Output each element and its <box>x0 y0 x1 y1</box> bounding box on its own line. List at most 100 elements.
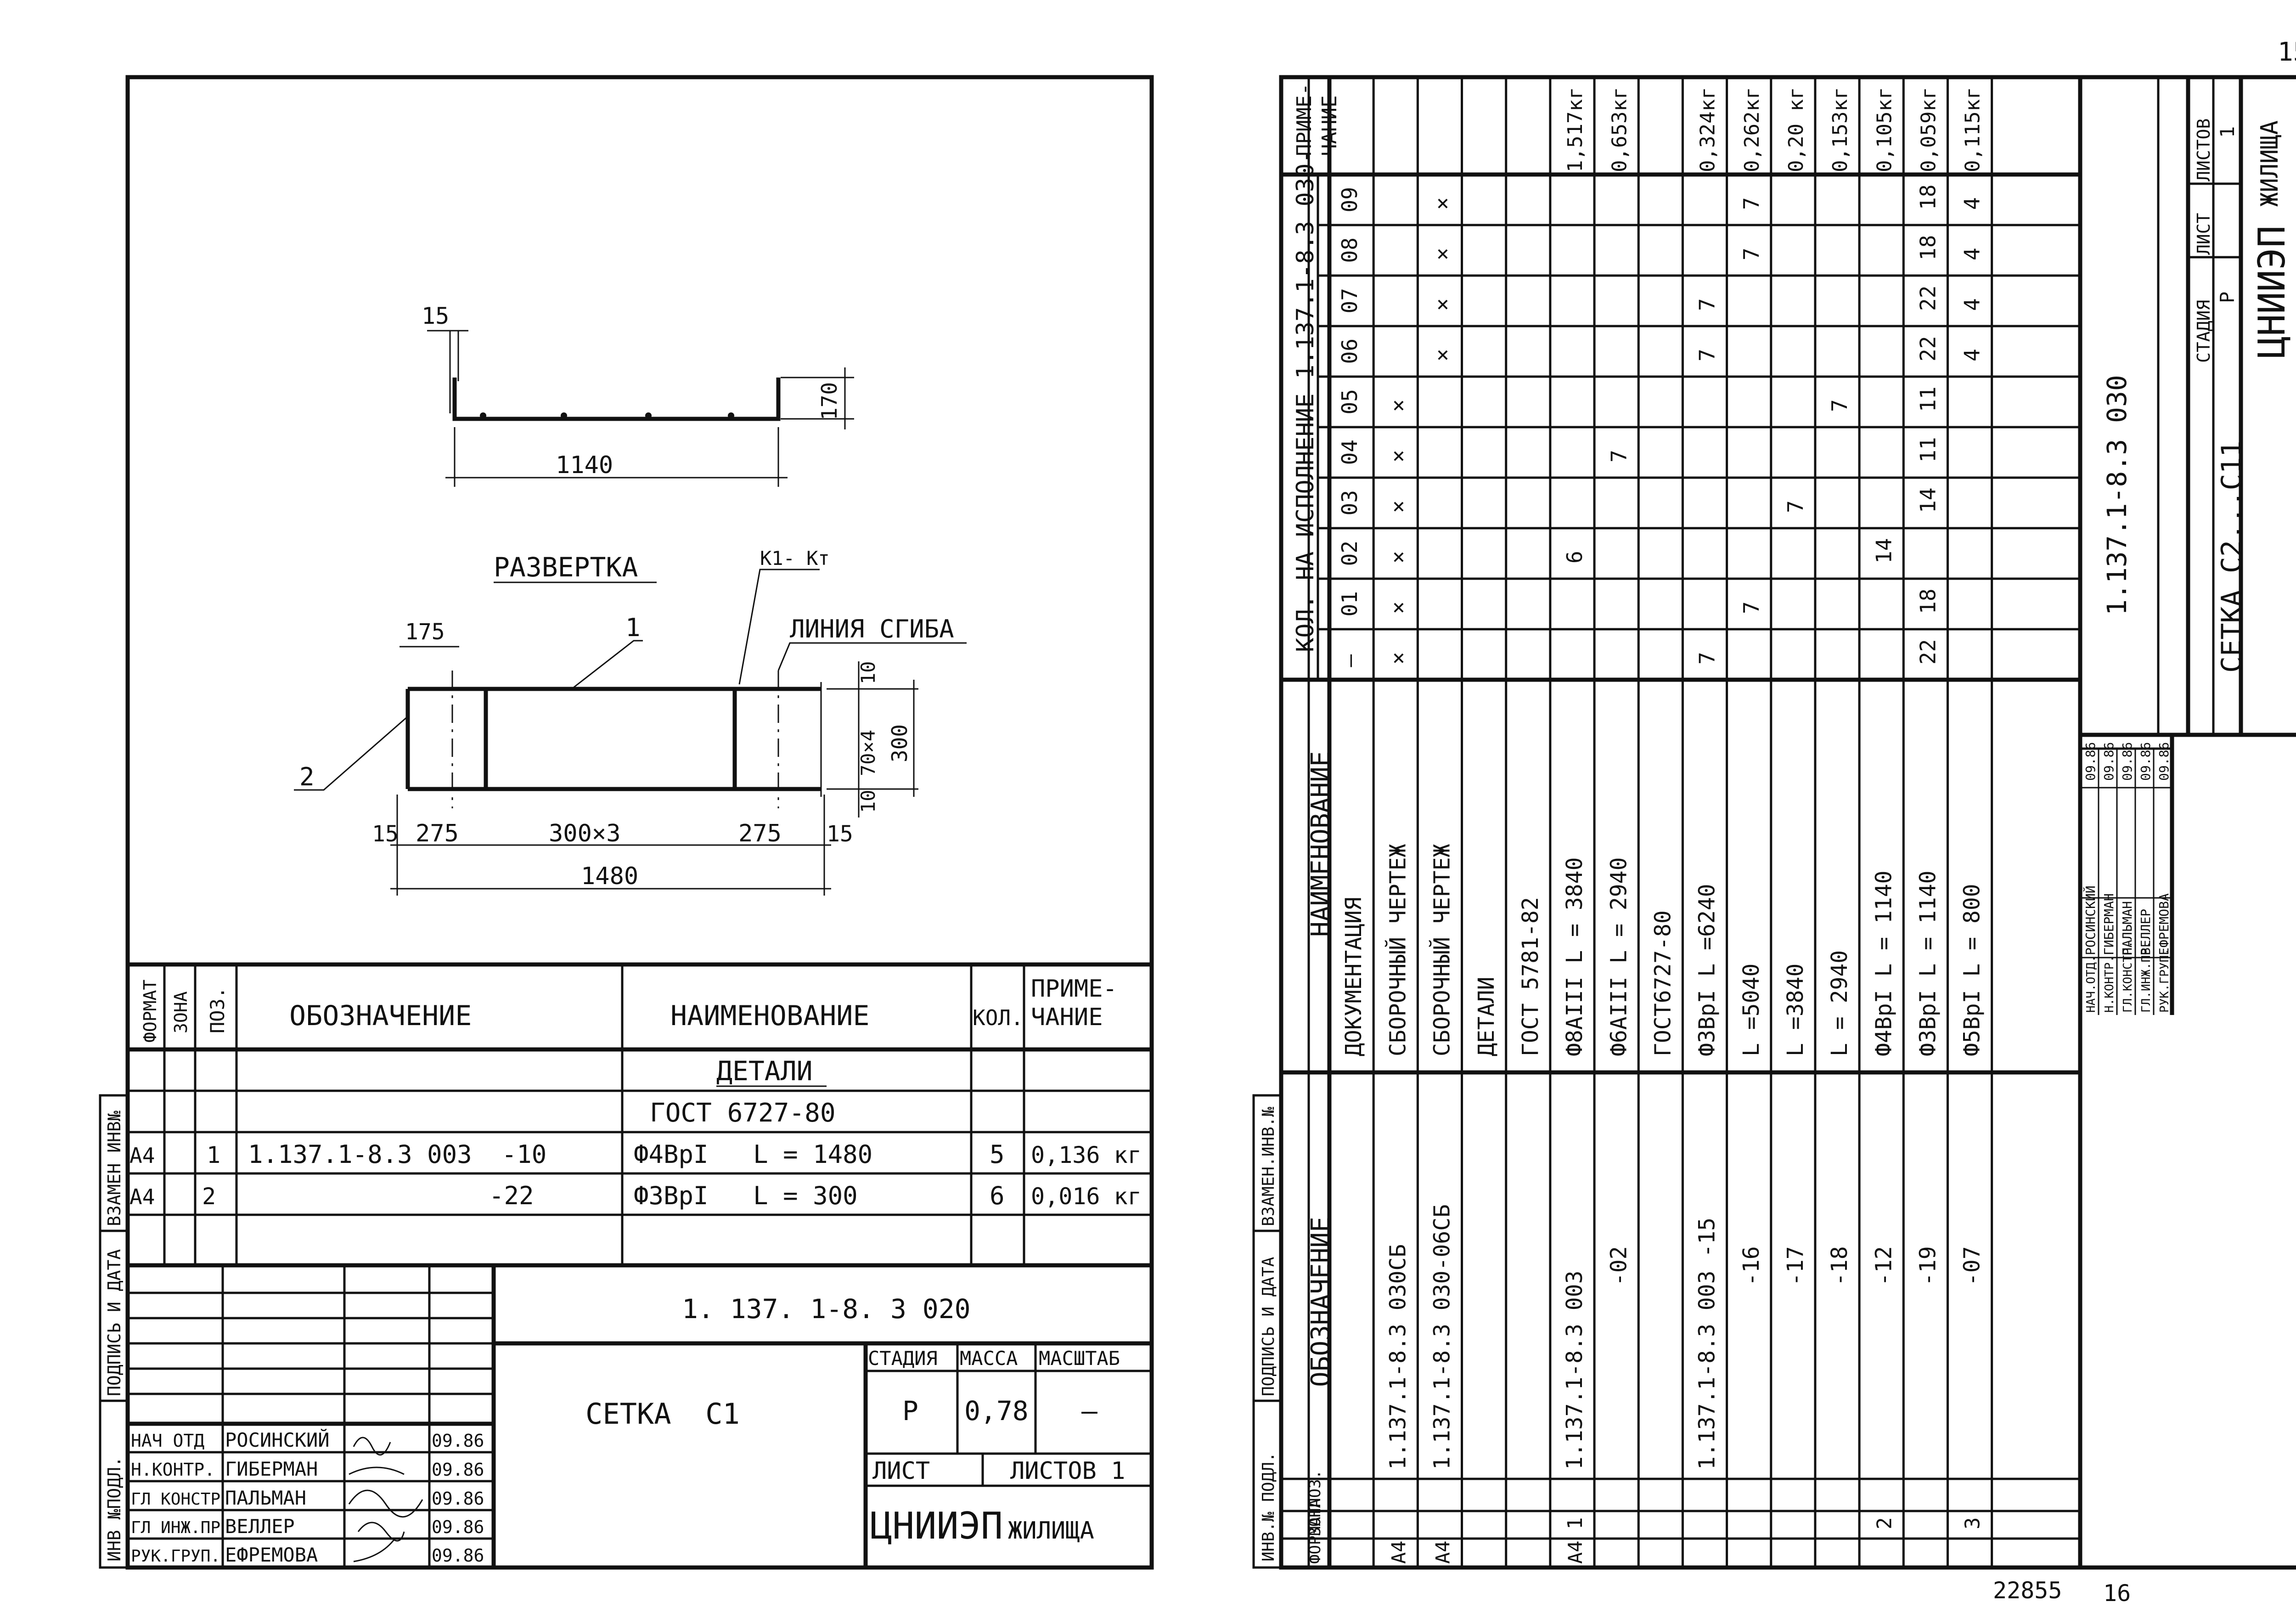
r-row11-name: L = 2940 <box>1827 950 1852 1056</box>
r-row1-name: СБОРОЧНЫЙ ЧЕРТЕЖ <box>1384 844 1411 1056</box>
dim-300-vertical: 300 <box>887 724 912 762</box>
dim-width-1140: 1140 <box>556 451 613 479</box>
r-hdr-variant-title: КОЛ. НА ИСПОЛНЕНИЕ 1.137.1-8.3 030- <box>1292 149 1319 652</box>
dim-1480: 1480 <box>581 863 638 890</box>
r-row9-designation: -16 <box>1739 1246 1764 1286</box>
r-hdr-format: ФОРМАТ <box>1306 1507 1324 1564</box>
r-name-1: ГИБЕРМАН <box>2101 893 2116 955</box>
r-role-2: ГЛ.КОНСТР. <box>2121 941 2135 1013</box>
razvertka-drawing: РАЗВЕРТКА К1- Кт ЛИНИЯ СГИБА 1 2 175 1 <box>294 547 967 896</box>
dim-275-right: 275 <box>738 820 782 847</box>
r-row2-designation: 1.137.1-8.3 030-06СБ <box>1429 1204 1455 1470</box>
right-sheets-label: ЛИСТОВ <box>2194 118 2214 181</box>
r-row1-cell-1: × <box>1385 601 1410 614</box>
r-row8-name: Ф3ВрI L =6240 <box>1694 884 1720 1056</box>
hdr-note-2: ЧАНИЕ <box>1031 1004 1103 1031</box>
r-row14-cell-7: 4 <box>1960 298 1985 311</box>
r-row10-name: L =3840 <box>1783 964 1808 1056</box>
left-date-4: 09.86 <box>432 1545 484 1566</box>
r-row13-designation: -19 <box>1915 1246 1941 1286</box>
r-row11-designation: -18 <box>1827 1246 1852 1286</box>
r-row13-cell-1: 18 <box>1916 589 1941 614</box>
footer-page: 16 <box>2103 1580 2131 1607</box>
r-row13-cell-3: 14 <box>1916 488 1941 513</box>
dim-70x4: 70×4 <box>857 730 879 776</box>
footer-code: 22855 <box>1993 1577 2062 1604</box>
right-title: СЕТКА С2...С11 <box>2216 440 2248 673</box>
left-side-stamp: ИНВ №ПОДЛ. ПОДПИСЬ И ДАТА ВЗАМЕН ИНВ№ <box>99 1094 129 1569</box>
r-row9-name: L =5040 <box>1739 964 1764 1056</box>
r-row13-cell-8: 18 <box>1916 235 1941 260</box>
r-row12-name: Ф4ВрI L = 1140 <box>1871 870 1896 1056</box>
hdr-designation: ОБОЗНАЧЕНИЕ <box>289 1000 472 1032</box>
r-row8-cell-0: 7 <box>1695 652 1720 665</box>
left-doc-code: 1. 137. 1-8. 3 020 <box>682 1293 971 1325</box>
r-row5-format: А4 <box>1564 1540 1587 1564</box>
page-number-top: 15 <box>2278 37 2296 67</box>
r-name-2: ПАЛЬМАН <box>2120 901 2135 955</box>
callout-bend-line: ЛИНИЯ СГИБА <box>790 615 954 643</box>
r-date-0: 09.86 <box>2083 742 2098 781</box>
hdr-zone: ЗОНА <box>171 991 191 1033</box>
right-sheet: ИНВ.№ ПОДЛ. ПОДПИСЬ И ДАТА ВЗАМЕН.ИНВ.№ … <box>1252 75 2296 1570</box>
r-row14-designation: -07 <box>1959 1246 1985 1286</box>
r-role-1: Н.КОНТР. <box>2103 955 2116 1013</box>
r-hdr-zone: ЗОНА <box>1306 1499 1324 1536</box>
r-variant-7: 07 <box>1337 288 1362 313</box>
r-hdr-pos: ПОЗ. <box>1306 1470 1324 1507</box>
gost-6727: ГОСТ 6727-80 <box>650 1098 836 1128</box>
hdr-pos: ПОЗ. <box>206 987 229 1033</box>
r-row13-cell-4: 11 <box>1916 437 1941 462</box>
r-row2-cell-9: × <box>1430 197 1455 210</box>
row1-note: 0,136 кг <box>1031 1142 1142 1168</box>
r-row1-designation: 1.137.1-8.3 030СБ <box>1385 1244 1411 1470</box>
left-date-0: 09.86 <box>432 1431 484 1451</box>
r-row14-pos: 3 <box>1961 1517 1985 1530</box>
right-sheet-label: ЛИСТ <box>2194 213 2214 255</box>
r-row14-note: 0,115кг <box>1961 87 1985 172</box>
r-row6-note: 0,653кг <box>1608 87 1631 172</box>
left-org-suffix: ЖИЛИЩА <box>1008 1517 1094 1545</box>
dim-10-bottom: 10 <box>857 789 879 813</box>
left-role-1: Н.КОНТР. <box>131 1460 215 1480</box>
r-row11-note: 0,153кг <box>1829 87 1852 172</box>
left-org: ЦНИИЭП <box>870 1505 1003 1547</box>
r-role-3: ГЛ.ИНЖ.ПР. <box>2139 941 2153 1013</box>
r-row14-cell-8: 4 <box>1960 248 1985 260</box>
hdr-qty: КОЛ. <box>973 1005 1024 1030</box>
r-name-3: ВЕЛЛЕР <box>2138 909 2153 955</box>
right-side-stamp: ИНВ.№ ПОДЛ. ПОДПИСЬ И ДАТА ВЗАМЕН.ИНВ.№ <box>1252 1094 1283 1569</box>
r-row4-name: ГОСТ 5781-82 <box>1518 897 1543 1056</box>
r-role-0: НАЧ.ОТД. <box>2084 955 2098 1013</box>
r-variant-5: 05 <box>1337 389 1362 414</box>
r-row3-name: ДЕТАЛИ <box>1474 977 1499 1056</box>
left-date-1: 09.86 <box>432 1460 484 1480</box>
row1-designation: 1.137.1-8.3 003 -10 <box>248 1140 546 1169</box>
row2-format: А4 <box>129 1184 155 1209</box>
r-row9-cell-1: 7 <box>1739 601 1764 614</box>
left-name-2: ПАЛЬМАН <box>225 1487 306 1509</box>
right-stage-label: СТАДИЯ <box>2194 300 2214 363</box>
right-stamp-inv: ИНВ.№ ПОДЛ. <box>1259 1452 1278 1562</box>
left-mass: 0,78 <box>964 1395 1029 1427</box>
r-row11-cell-5: 7 <box>1827 399 1852 412</box>
left-stage-label: СТАДИЯ <box>868 1347 938 1370</box>
r-variant-9: 09 <box>1337 187 1362 212</box>
section-details: ДЕТАЛИ <box>716 1055 813 1087</box>
r-row12-cell-2: 14 <box>1871 538 1896 564</box>
row2-name: Ф3ВрI L = 300 <box>634 1181 858 1210</box>
row2-note: 0,016 кг <box>1031 1183 1142 1210</box>
r-row14-cell-6: 4 <box>1960 349 1985 361</box>
r-row1-format: А4 <box>1387 1540 1410 1564</box>
left-stage: Р <box>902 1395 918 1427</box>
r-row13-cell-9: 18 <box>1916 185 1941 210</box>
razvertka-title: РАЗВЕРТКА <box>494 552 638 583</box>
r-row6-designation: -02 <box>1606 1246 1632 1286</box>
r-row13-cell-7: 22 <box>1916 286 1941 311</box>
r-row5-cell-2: 6 <box>1562 551 1587 564</box>
r-row6-cell-4: 7 <box>1606 450 1631 462</box>
r-row12-designation: -12 <box>1871 1246 1896 1286</box>
left-spec-table: ФОРМАТ ЗОНА ПОЗ. ОБОЗНАЧЕНИЕ НАИМЕНОВАНИ… <box>128 962 1152 1268</box>
left-name-4: ЕФРЕМОВА <box>225 1544 318 1566</box>
r-row2-name: СБОРОЧНЫЙ ЧЕРТЕЖ <box>1429 844 1455 1056</box>
